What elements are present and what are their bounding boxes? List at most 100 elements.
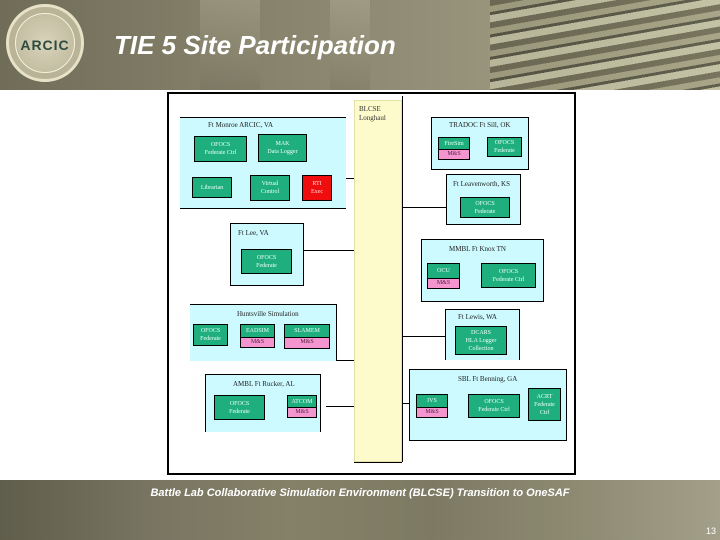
system-label: Collection xyxy=(468,345,494,352)
site-ft-lewis: Ft Lewis, WA DCARS HLA Logger Collection xyxy=(445,309,520,360)
mns-tag: M&S xyxy=(438,149,470,160)
system-label: Virtual xyxy=(261,181,279,187)
system-ofocs-federate-ctrl: OFOCS Federate Ctrl xyxy=(194,136,247,162)
system-rti-exec: RTI Exec xyxy=(302,175,332,201)
system-virtual-control: Virtual Control xyxy=(250,175,290,201)
system-label: EADSIM xyxy=(245,328,269,334)
site-title: MMBL Ft Knox TN xyxy=(449,245,506,253)
system-ofocs-federate: OFOCS Federate xyxy=(460,197,510,218)
mns-tag: M&S xyxy=(416,407,448,418)
site-ft-leavenworth: Ft Leavenworth, KS OFOCS Federate xyxy=(446,174,521,225)
connector-huntsville xyxy=(336,360,354,361)
system-eadsim: EADSIM xyxy=(240,324,275,338)
system-label: Federate Ctrl xyxy=(478,407,510,413)
system-label: OFOCS xyxy=(475,200,495,207)
blcse-longhaul-bus: BLCSE Longhaul xyxy=(354,100,402,462)
system-label: OFOCS xyxy=(256,254,277,261)
site-ft-knox: MMBL Ft Knox TN OCU M&S OFOCS Federate C… xyxy=(421,239,544,302)
mns-tag: M&S xyxy=(427,278,460,289)
site-title: Ft Lee, VA xyxy=(238,229,269,237)
mns-tag: M&S xyxy=(284,337,330,349)
system-acrt-federate-ctrl: ACRT Federate Ctrl xyxy=(528,388,561,421)
system-label: MAK xyxy=(275,141,290,147)
mns-tag: M&S xyxy=(287,407,317,418)
system-ofocs-federate: OFOCS Federate xyxy=(487,137,522,157)
system-label: OFOCS xyxy=(210,142,231,148)
system-label: RTI xyxy=(312,181,322,187)
system-label: DCARS xyxy=(470,329,491,336)
system-label: Data Logger xyxy=(267,149,298,155)
system-librarian: Librarian xyxy=(192,177,232,198)
page-number: 13 xyxy=(705,526,716,536)
slide-footer: Battle Lab Collaborative Simulation Envi… xyxy=(0,480,720,540)
header-streak xyxy=(330,0,370,90)
system-label: OFOCS xyxy=(494,140,515,146)
header-streak xyxy=(200,0,260,90)
connector-monroe xyxy=(346,178,354,179)
system-label: ACRT xyxy=(536,393,553,400)
system-label: Federate Ctrl xyxy=(204,150,237,156)
connector-lewis xyxy=(402,336,445,337)
site-ft-rucker: AMBL Ft Rucker, AL OFOCS Federate ATCOM … xyxy=(205,374,321,432)
system-ofocs-federate-ctrl: OFOCS Federate Ctrl xyxy=(481,263,536,288)
logo-web-icon xyxy=(15,13,75,73)
system-label: OFOCS xyxy=(498,268,519,275)
footer-caption: Battle Lab Collaborative Simulation Envi… xyxy=(150,487,570,499)
system-ofocs-federate-ctrl: OFOCS Federate Ctrl xyxy=(468,394,520,418)
system-label: Ctrl xyxy=(539,409,550,416)
system-label: Federate Ctrl xyxy=(492,276,525,283)
system-label: Federate xyxy=(256,262,277,269)
system-label: IVS xyxy=(427,398,437,404)
site-ft-sill: TRADOC Ft Sill, OK FireSim M&S OFOCS Fed… xyxy=(431,117,529,170)
site-title: Ft Leavenworth, KS xyxy=(453,180,510,188)
bus-right-edge xyxy=(402,96,403,462)
system-label: FireSim xyxy=(444,140,464,147)
site-title: Huntsville Simulation xyxy=(237,310,299,318)
system-label: Control xyxy=(260,189,280,195)
system-mak-data-logger: MAK Data Logger xyxy=(258,134,307,162)
bus-label-line1: BLCSE xyxy=(359,105,381,113)
logo-text: ARCIC xyxy=(20,37,70,53)
system-label: Federate xyxy=(534,401,555,408)
system-label: Exec xyxy=(311,189,323,195)
system-label: SLAMEM xyxy=(294,328,320,334)
arcic-logo: ARCIC xyxy=(6,4,84,82)
bus-label-line2: Longhaul xyxy=(359,114,386,122)
bus-label: BLCSE Longhaul xyxy=(359,105,386,123)
soldier-photo xyxy=(490,0,720,90)
system-dcars-hla-logger: DCARS HLA Logger Collection xyxy=(455,326,507,355)
system-label: OCU xyxy=(437,268,450,274)
connector-leavenworth xyxy=(402,207,446,208)
system-label: Federate xyxy=(494,148,515,154)
site-ft-monroe: Ft Monroe ARCIC, VA OFOCS Federate Ctrl … xyxy=(180,117,346,209)
bus-bottom xyxy=(354,462,402,463)
connector-lee xyxy=(303,250,354,251)
system-label: Federate xyxy=(200,336,221,342)
system-label: HLA Logger xyxy=(465,337,497,344)
system-label: OFOCS xyxy=(200,328,221,334)
site-title: AMBL Ft Rucker, AL xyxy=(233,380,295,388)
system-ofocs-federate: OFOCS Federate xyxy=(241,249,292,274)
site-huntsville-simulation: Huntsville Simulation OFOCS Federate EAD… xyxy=(190,304,337,361)
system-ofocs-federate: OFOCS Federate xyxy=(193,324,228,346)
system-label: ATCOM xyxy=(291,398,313,405)
site-title: SBL Ft Benning, GA xyxy=(458,375,518,383)
slide-header: ARCIC TIE 5 Site Participation xyxy=(0,0,720,90)
system-label: OFOCS xyxy=(484,399,504,405)
system-ivs: IVS xyxy=(416,394,448,408)
system-label: Federate xyxy=(229,408,250,415)
system-ocu: OCU xyxy=(427,263,460,279)
slide-title: TIE 5 Site Participation xyxy=(114,30,396,60)
site-title: Ft Lewis, WA xyxy=(458,313,497,321)
system-label: Federate xyxy=(474,208,496,215)
system-label: OFOCS xyxy=(229,400,250,407)
mns-tag: M&S xyxy=(240,337,275,348)
connector-benning xyxy=(402,403,410,404)
site-title: Ft Monroe ARCIC, VA xyxy=(208,121,274,129)
site-title: TRADOC Ft Sill, OK xyxy=(449,121,511,129)
connector-rucker xyxy=(326,406,354,407)
site-ft-lee: Ft Lee, VA OFOCS Federate xyxy=(230,223,304,286)
site-ft-benning: SBL Ft Benning, GA IVS M&S OFOCS Federat… xyxy=(409,369,567,441)
system-slamem: SLAMEM xyxy=(284,324,330,338)
system-label: Librarian xyxy=(200,184,224,191)
